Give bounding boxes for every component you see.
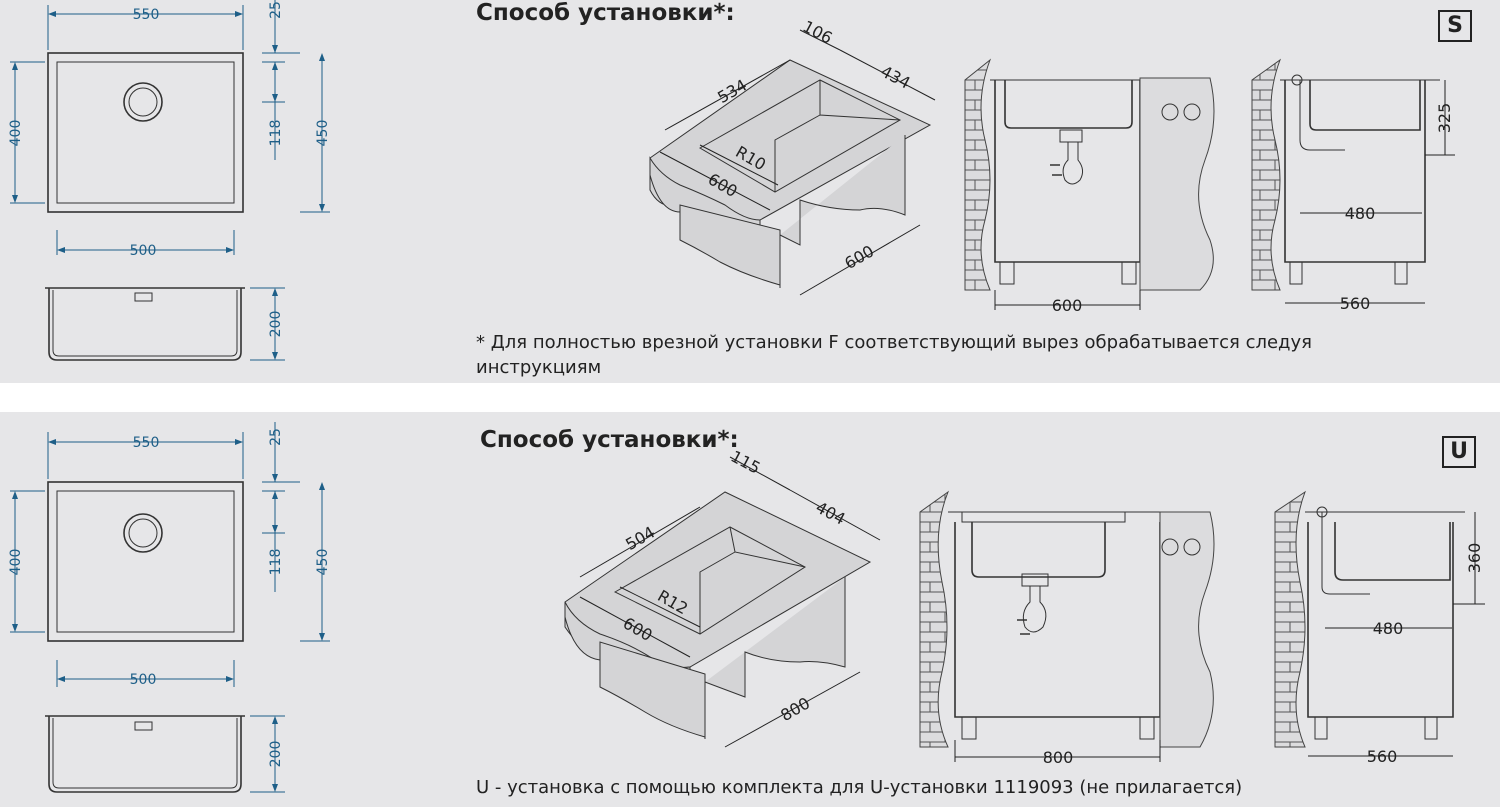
dim-side-height: 325: [1435, 103, 1454, 134]
panel-u-drawing: 550 400 25 118 450 500 200: [8, 422, 1485, 793]
installation-badge-s: S: [1438, 10, 1472, 42]
top-view: 550 400 25 118 450 500: [8, 0, 331, 259]
dim-drain-offset: 118: [268, 549, 284, 576]
dim-inner-width: 500: [130, 672, 157, 688]
sink-inner-outline: [56, 490, 235, 633]
installation-badge-u: U: [1442, 436, 1476, 468]
installation-note-s: * Для полностью врезной установки F соот…: [476, 332, 1312, 378]
installation-title-u: Способ установки*:: [480, 427, 739, 453]
side-section-view: 200: [45, 287, 285, 361]
dim-top-width: 550: [133, 7, 160, 23]
dim-iso-top: 404: [813, 498, 849, 529]
drain-outer-circle: [123, 82, 163, 122]
dim-iso-top: 434: [878, 62, 914, 93]
dim-top-margin: 25: [268, 1, 284, 19]
dim-outer-height: 450: [315, 120, 331, 147]
dim-top-width: 550: [133, 435, 160, 451]
dim-depth: 200: [268, 741, 284, 768]
dim-front-cabinet: 600: [1052, 296, 1083, 315]
side-section-view: 200: [45, 715, 285, 793]
dim-side-drain: 480: [1373, 619, 1404, 638]
dim-inner-width: 500: [130, 243, 157, 259]
dim-iso-inner-depth: 106: [800, 17, 836, 48]
front-cabinet-view: 800: [919, 490, 1215, 767]
panel-s-drawing: 550 400 25 118 450 500 200: [8, 0, 1455, 361]
drain-outer-circle: [123, 513, 163, 553]
dim-inner-height: 400: [8, 549, 24, 576]
dim-side-depth: 560: [1367, 747, 1398, 766]
dim-inner-height: 400: [8, 120, 24, 147]
dim-side-drain: 480: [1345, 204, 1376, 223]
installation-panel-s: 550 400 25 118 450 500 200: [0, 0, 1500, 383]
installation-note-u: U - установка с помощью комплекта для U-…: [476, 777, 1243, 798]
dim-side-height: 360: [1465, 543, 1484, 574]
dim-top-margin: 25: [268, 428, 284, 446]
installation-panel-u: 550 400 25 118 450 500 200: [0, 412, 1500, 807]
dim-front-cabinet: 800: [1043, 748, 1074, 767]
drain-inner-circle: [128, 87, 158, 117]
sink-inner-outline: [56, 61, 235, 204]
sink-outer-outline: [47, 52, 244, 213]
top-view: 550 400 25 118 450 500: [8, 422, 331, 688]
dim-outer-height: 450: [315, 549, 331, 576]
drain-inner-circle: [128, 518, 158, 548]
isometric-view: 534 106 434 R10 600 600: [649, 17, 936, 296]
dim-iso-cabinet: 800: [777, 693, 813, 725]
sink-outer-outline: [47, 481, 244, 642]
side-cabinet-view: 360 480 560: [1274, 490, 1485, 766]
dim-depth: 200: [268, 311, 284, 338]
side-cabinet-view: 325 480 560: [1251, 58, 1455, 313]
front-cabinet-view: 600: [964, 58, 1215, 315]
dim-drain-offset: 118: [268, 120, 284, 147]
dim-side-depth: 560: [1340, 294, 1371, 313]
installation-title-s: Способ установки*:: [476, 0, 735, 26]
isometric-view: 504 115 404 R12 600 800: [564, 447, 881, 748]
